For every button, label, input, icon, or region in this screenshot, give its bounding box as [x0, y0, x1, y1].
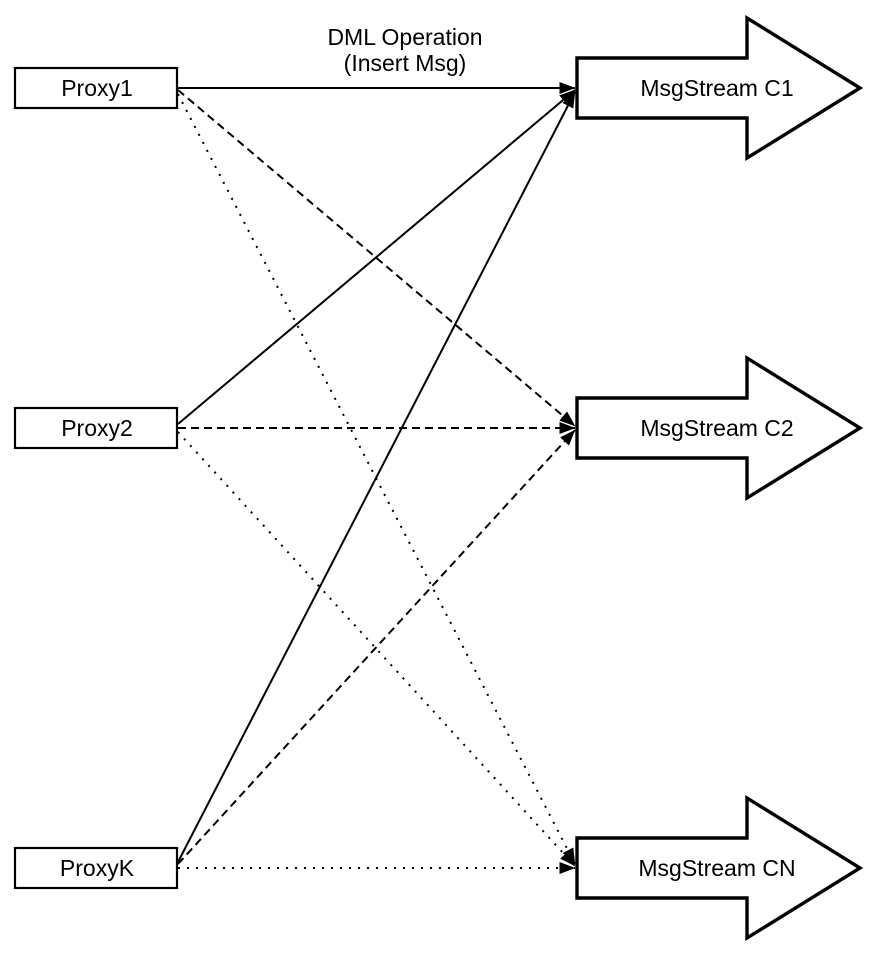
proxy1-box: [13, 66, 179, 110]
proxy2-label: Proxy2: [61, 415, 133, 441]
proxy2-box: [13, 406, 179, 450]
edge-proxy2-to-c1: [177, 89, 576, 425]
proxy1-node: Proxy1: [13, 66, 179, 110]
msgstream-cn-node: MsgStream CN: [575, 794, 864, 942]
msgstream-c2-node: MsgStream C2: [575, 354, 864, 502]
msgstream-c2-label: MsgStream C2: [640, 415, 793, 441]
edge-proxy2-to-cn: [177, 431, 576, 867]
msgstream-c2-arrow-shape: [575, 354, 864, 502]
edge-proxyk-to-c1: [177, 91, 576, 863]
edges: [177, 82, 576, 874]
proxyk-node: ProxyK: [13, 846, 179, 890]
proxyk-box: [13, 846, 179, 890]
dml-operation-label-line1: DML Operation: [327, 24, 482, 50]
proxy2-node: Proxy2: [13, 406, 179, 450]
msgstream-cn-label: MsgStream CN: [638, 855, 795, 881]
dml-operation-label: DML Operation (Insert Msg): [327, 24, 482, 76]
msgstream-c1-label: MsgStream C1: [640, 75, 793, 101]
dml-operation-label-line2: (Insert Msg): [344, 50, 467, 76]
proxyk-label: ProxyK: [60, 855, 135, 881]
msgstream-c1-arrow-shape: [575, 14, 864, 162]
edge-proxyk-to-c2: [177, 429, 576, 865]
msgstream-cn-arrow-shape: [575, 794, 864, 942]
msgstream-c1-node: MsgStream C1: [575, 14, 864, 162]
proxy1-label: Proxy1: [61, 75, 133, 101]
